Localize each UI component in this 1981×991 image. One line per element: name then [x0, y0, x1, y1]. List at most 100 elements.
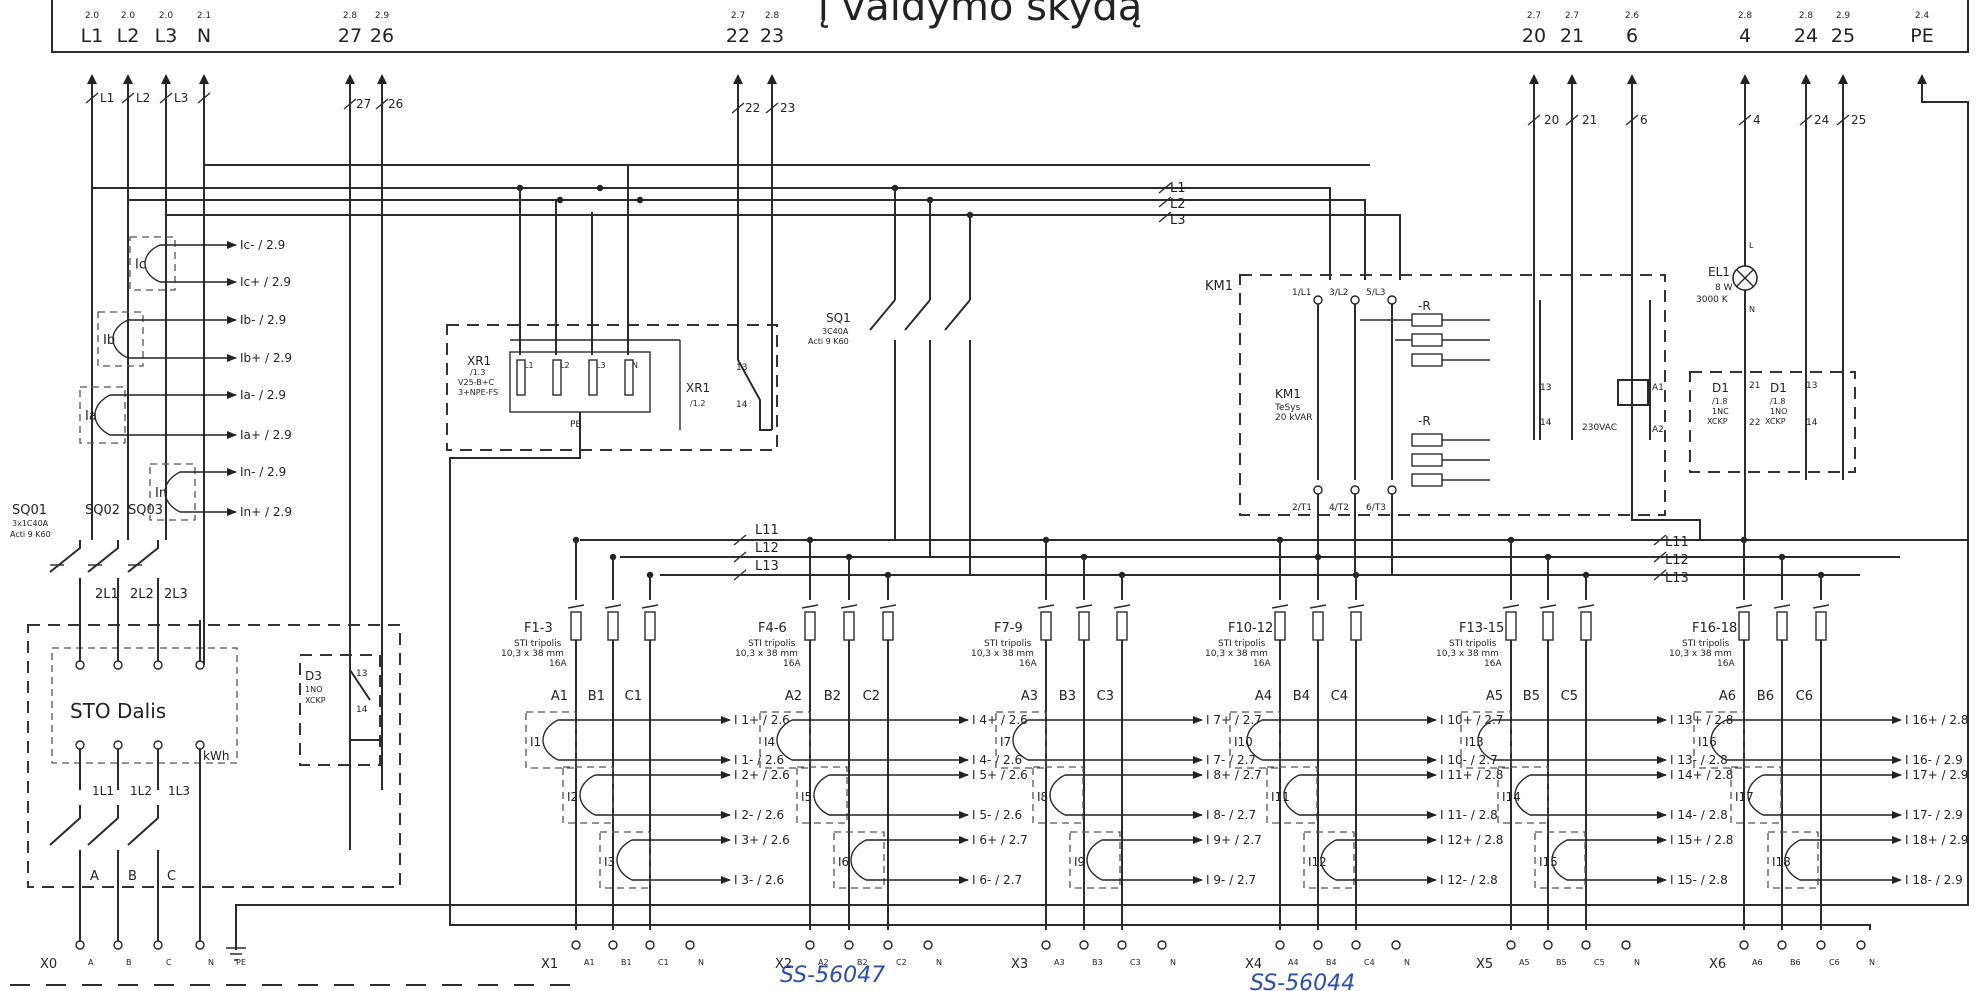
fuse-cap — [1309, 604, 1327, 609]
fuse-cap — [567, 604, 585, 609]
current-sensor-frame — [1693, 711, 1745, 769]
control-panel-header: į valdymo skydą — [51, 0, 1969, 53]
sensor-minus-label: I 1- / 2.6 — [734, 753, 784, 767]
arrow-head — [767, 74, 777, 84]
arrow-head — [199, 74, 209, 84]
terminal-circle — [113, 660, 123, 670]
junction-dot — [636, 196, 644, 204]
bus-label: L12 — [1665, 553, 1689, 568]
terminal-circle — [195, 660, 205, 670]
sensor-plus-label: I 7+ / 2.7 — [1206, 713, 1262, 727]
arrow-head — [1567, 74, 1577, 84]
terminal-pin: N — [1634, 958, 1640, 967]
arrow-head — [161, 74, 171, 84]
sensor-minus-label: I 7- / 2.7 — [1206, 753, 1256, 767]
meter-breaker — [127, 805, 159, 930]
breaker-contact — [87, 540, 119, 620]
meter-enclosure — [27, 624, 401, 888]
breaker-contact — [49, 540, 81, 620]
sensor-plus-label: I 18+ / 2.9 — [1905, 833, 1968, 847]
terminal-pin: B5 — [1556, 958, 1567, 967]
sensor-plus-label: I 8+ / 2.7 — [1206, 768, 1262, 782]
fuse-cap — [879, 604, 897, 609]
current-sensor-frame — [562, 766, 614, 824]
sensor-minus-label: In- / 2.9 — [240, 465, 286, 479]
fuse — [843, 611, 855, 641]
xr1-enclosure — [446, 324, 778, 451]
terminal-circle — [195, 740, 205, 750]
phase-label: C5 — [1561, 689, 1578, 704]
terminal-ref: 2.8 — [1799, 11, 1814, 21]
lamp-n: N — [1749, 305, 1755, 314]
sensor-minus-label: Ib- / 2.9 — [240, 313, 286, 327]
breaker-contact — [127, 540, 159, 620]
wire — [449, 412, 1871, 930]
fuse — [1815, 611, 1827, 641]
xr1-name: XR1 — [467, 354, 491, 368]
x0-pin: C — [166, 958, 172, 967]
terminal-block-name: X1 — [541, 957, 558, 972]
km1-bottom-pin: 6/T3 — [1366, 503, 1386, 513]
phase-label: A6 — [1719, 689, 1736, 704]
terminal-pin: C1 — [658, 958, 669, 967]
fuse-cap — [840, 604, 858, 609]
fuse-cap — [1347, 604, 1365, 609]
phase-label: A1 — [551, 689, 568, 704]
terminal-pin: A4 — [1288, 958, 1299, 967]
current-sensor-frame — [796, 766, 848, 824]
wire-label: B — [128, 869, 137, 884]
sensor-plus-label: In+ / 2.9 — [240, 505, 292, 519]
d1-ref: /1.8 — [1770, 397, 1785, 406]
wire — [1166, 214, 1401, 280]
arrow-head — [1529, 74, 1539, 84]
wire-label: 6 — [1640, 113, 1648, 127]
terminal-circle — [1275, 940, 1285, 950]
sensor-name: I18 — [1772, 855, 1791, 869]
coil-voltage: 230VAC — [1582, 423, 1617, 433]
wire-marker — [197, 92, 211, 104]
sq1-contact — [944, 299, 971, 574]
bus-label: L3 — [1170, 213, 1186, 228]
phase-label: B1 — [588, 689, 605, 704]
sensor-coil — [616, 839, 633, 881]
terminal-ref: 2.9 — [1836, 11, 1851, 21]
terminal-pin: A3 — [1054, 958, 1065, 967]
xr1-terminal — [624, 359, 634, 396]
sensor-minus-label: I 10- / 2.7 — [1440, 753, 1498, 767]
fuse-spec: STI tripolis — [1218, 639, 1266, 649]
coil-contact: 13 — [1540, 383, 1551, 393]
phase-label: A4 — [1255, 689, 1272, 704]
fuse-cap — [1577, 604, 1595, 609]
resistor — [1411, 433, 1443, 447]
sensor-minus-label: I 16- / 2.9 — [1905, 753, 1963, 767]
terminal-circle — [1739, 940, 1749, 950]
wire-label: 23 — [780, 101, 795, 115]
sensor-coil — [164, 471, 181, 513]
km1-top-pin: 3/L2 — [1329, 288, 1349, 298]
current-sensor-frame — [1730, 766, 1782, 824]
resistor-label: -R — [1418, 299, 1431, 313]
bus-label: L2 — [1170, 197, 1186, 212]
terminal-circle — [1117, 940, 1127, 950]
sensor-frame — [97, 311, 144, 367]
terminal-ref: 2.8 — [343, 11, 358, 21]
terminal-circle — [923, 940, 933, 950]
terminal-number: 6 — [1626, 25, 1638, 47]
terminal-pin: C2 — [896, 958, 907, 967]
current-sensor-frame — [1303, 831, 1355, 889]
arrow-head — [1917, 74, 1927, 84]
fuse — [1116, 611, 1128, 641]
arrow-head — [123, 74, 133, 84]
km1-enclosure — [1239, 274, 1666, 516]
terminal-block-name: X5 — [1476, 957, 1493, 972]
xr1-spec: /1.3 — [470, 368, 485, 377]
wire-label: L3 — [174, 91, 188, 105]
sensor-name: I7 — [1000, 735, 1011, 749]
fuse-cap — [1075, 604, 1093, 609]
terminal-number: 21 — [1560, 25, 1584, 47]
wire-label: 2L2 — [130, 587, 154, 602]
resistor — [1411, 353, 1443, 367]
